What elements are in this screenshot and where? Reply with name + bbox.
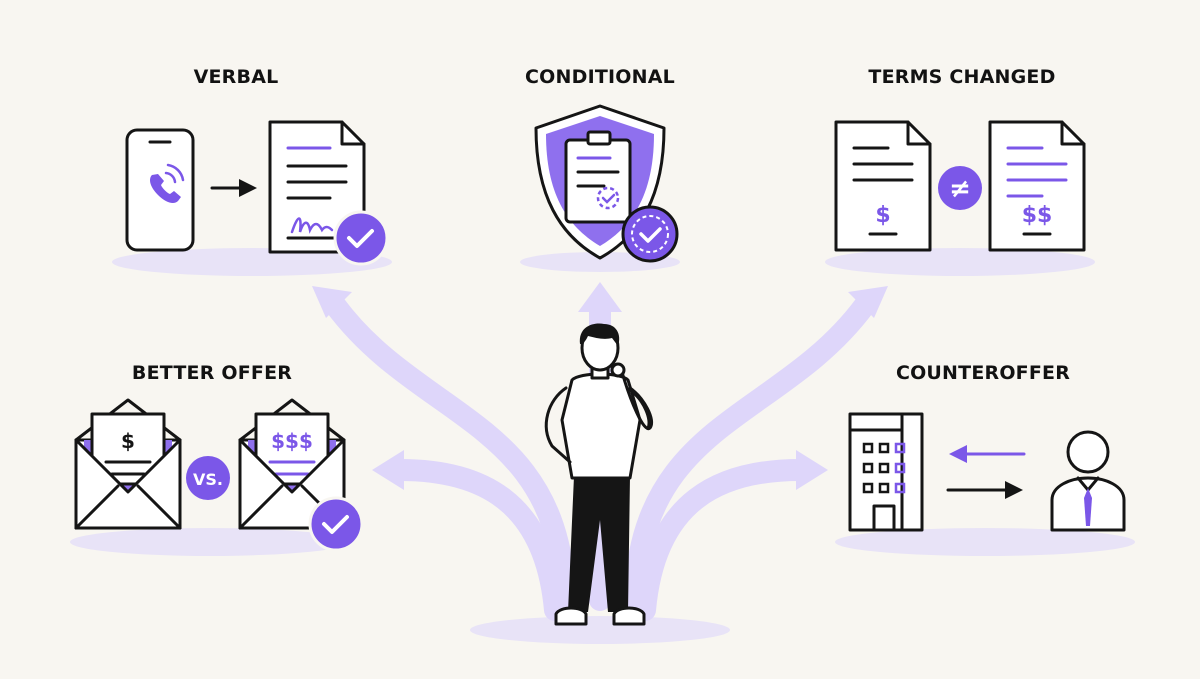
compare-symbol: ≠	[949, 174, 971, 204]
document-icon: $$	[988, 120, 1086, 252]
document-icon: $	[834, 120, 932, 252]
arrowhead-verbal	[312, 286, 352, 318]
terms-changed-label: TERMS CHANGED	[868, 66, 1056, 88]
path-arrows	[324, 294, 876, 621]
check-badge-icon	[621, 205, 679, 263]
vs-badge: VS.	[186, 456, 230, 500]
right-amount: $$	[1022, 203, 1053, 228]
ground-shadows	[70, 248, 1135, 644]
better-offer-illustration: $ VS. $$$	[74, 398, 364, 552]
phone-icon	[125, 128, 195, 252]
arrowhead-counteroffer	[796, 450, 828, 490]
envelope-icon: $	[74, 398, 182, 530]
left-amount: $	[875, 203, 890, 228]
arrowhead-terms-changed	[848, 286, 888, 318]
thinking-person	[544, 323, 653, 626]
person-icon	[1050, 430, 1126, 532]
right-amount: $$$	[271, 429, 313, 453]
verbal-label: VERBAL	[193, 66, 279, 88]
conditional-illustration	[534, 104, 679, 263]
verbal-illustration	[125, 120, 389, 266]
check-badge-icon	[333, 210, 389, 266]
check-badge-icon	[308, 496, 364, 552]
path-to-better-offer	[389, 459, 566, 621]
better-offer-label: BETTER OFFER	[131, 362, 293, 384]
path-to-counteroffer	[634, 459, 811, 621]
left-amount: $	[121, 429, 135, 453]
building-icon	[848, 412, 924, 532]
arrowhead-conditional	[578, 282, 622, 312]
counteroffer-illustration	[848, 412, 1126, 532]
path-to-terms-changed	[624, 294, 876, 611]
conditional-label: CONDITIONAL	[525, 66, 675, 88]
path-to-verbal	[324, 294, 576, 611]
counteroffer-label: COUNTEROFFER	[895, 362, 1071, 384]
document-signature-icon	[268, 120, 366, 254]
envelope-icon: $$$	[238, 398, 346, 530]
arrowhead-better-offer	[372, 450, 404, 490]
compare-text: VS.	[193, 470, 223, 489]
not-equal-icon: ≠	[938, 166, 982, 210]
path-arrowheads	[312, 282, 888, 490]
terms-changed-illustration: $ ≠ $$	[834, 120, 1086, 252]
